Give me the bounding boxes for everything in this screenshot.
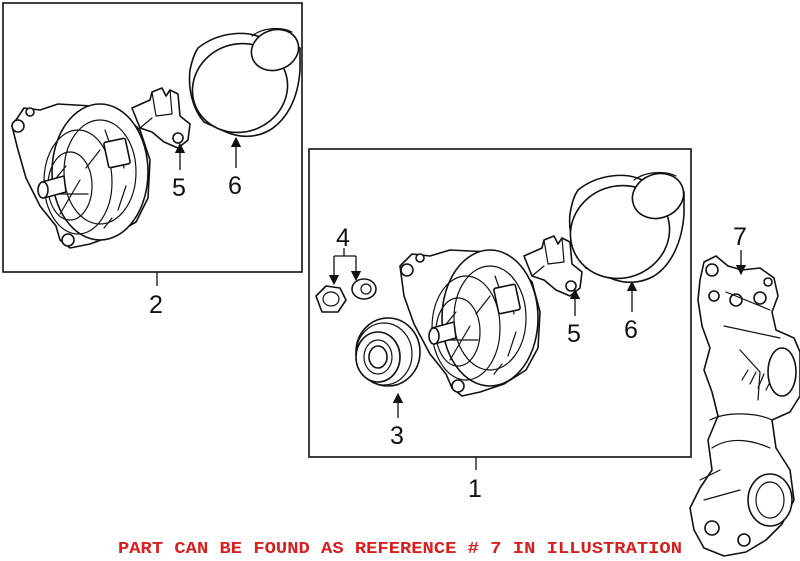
alternator-illustration-main xyxy=(399,249,541,397)
pulley-nut-illustration xyxy=(315,285,347,313)
callout-5-main: 5 xyxy=(567,320,581,348)
alternator-assembly-1-frame xyxy=(308,148,692,470)
pulley-illustration xyxy=(355,317,421,387)
alternator-assembly-2-frame xyxy=(2,2,303,286)
callout-4: 4 xyxy=(336,224,350,252)
mounting-bracket-illustration xyxy=(689,255,800,557)
reference-notice: PART CAN BE FOUND AS REFERENCE # 7 IN IL… xyxy=(118,539,682,558)
alternator-illustration-small xyxy=(11,103,151,249)
callout-7: 7 xyxy=(733,223,747,251)
alternator-cover-illustration-main xyxy=(568,171,685,284)
voltage-regulator-illustration-top xyxy=(131,87,191,149)
callout-4-leader xyxy=(328,248,362,286)
callout-5-top: 5 xyxy=(172,174,186,202)
callout-1: 1 xyxy=(468,475,482,503)
washer-illustration xyxy=(351,278,377,300)
callout-6-main: 6 xyxy=(624,316,638,344)
callout-6-top: 6 xyxy=(228,172,242,200)
callout-2: 2 xyxy=(149,291,163,319)
callout-3: 3 xyxy=(390,422,404,450)
alternator-cover-illustration-top xyxy=(188,27,301,138)
